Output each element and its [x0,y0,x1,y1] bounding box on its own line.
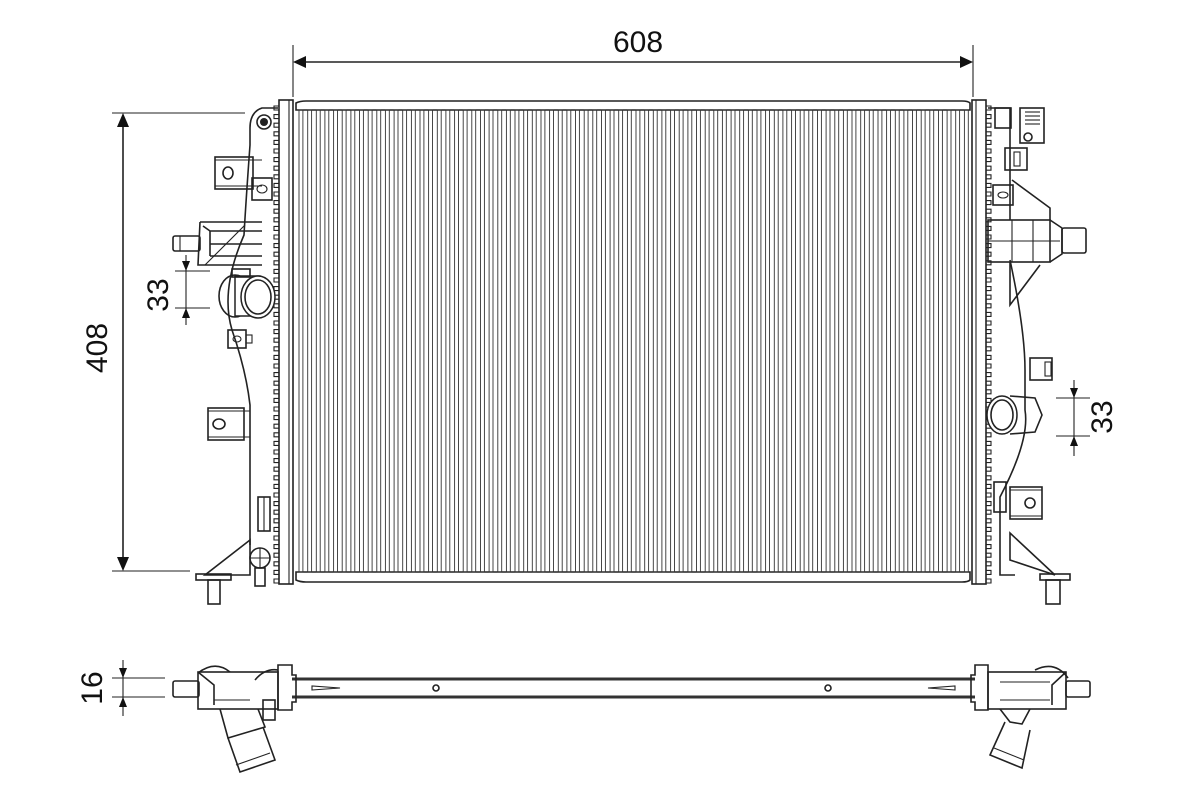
thickness-dimension: 16 [76,660,165,716]
inlet-label: 33 [142,278,175,311]
cooling-fins [298,109,969,573]
radiator-core [295,100,971,583]
arrow-right-icon [960,56,973,68]
arrow-left-icon [293,56,306,68]
mount-pin-icon [256,114,272,130]
left-tank [172,99,294,605]
height-dimension: 408 [81,112,245,572]
arrow-down-icon [117,557,129,571]
right-tank [971,99,1087,605]
bottom-view [172,664,1091,774]
arrow-up-icon [117,113,129,127]
thickness-label: 16 [76,671,109,704]
height-label: 408 [81,323,114,373]
width-dimension: 608 [292,26,974,97]
mount-hole-icon [432,684,440,692]
inlet-dimension: 33 [142,255,210,325]
mount-hole-icon [824,684,832,692]
outlet-dimension: 33 [1056,380,1119,456]
width-label: 608 [613,26,663,59]
outlet-label: 33 [1086,400,1119,433]
